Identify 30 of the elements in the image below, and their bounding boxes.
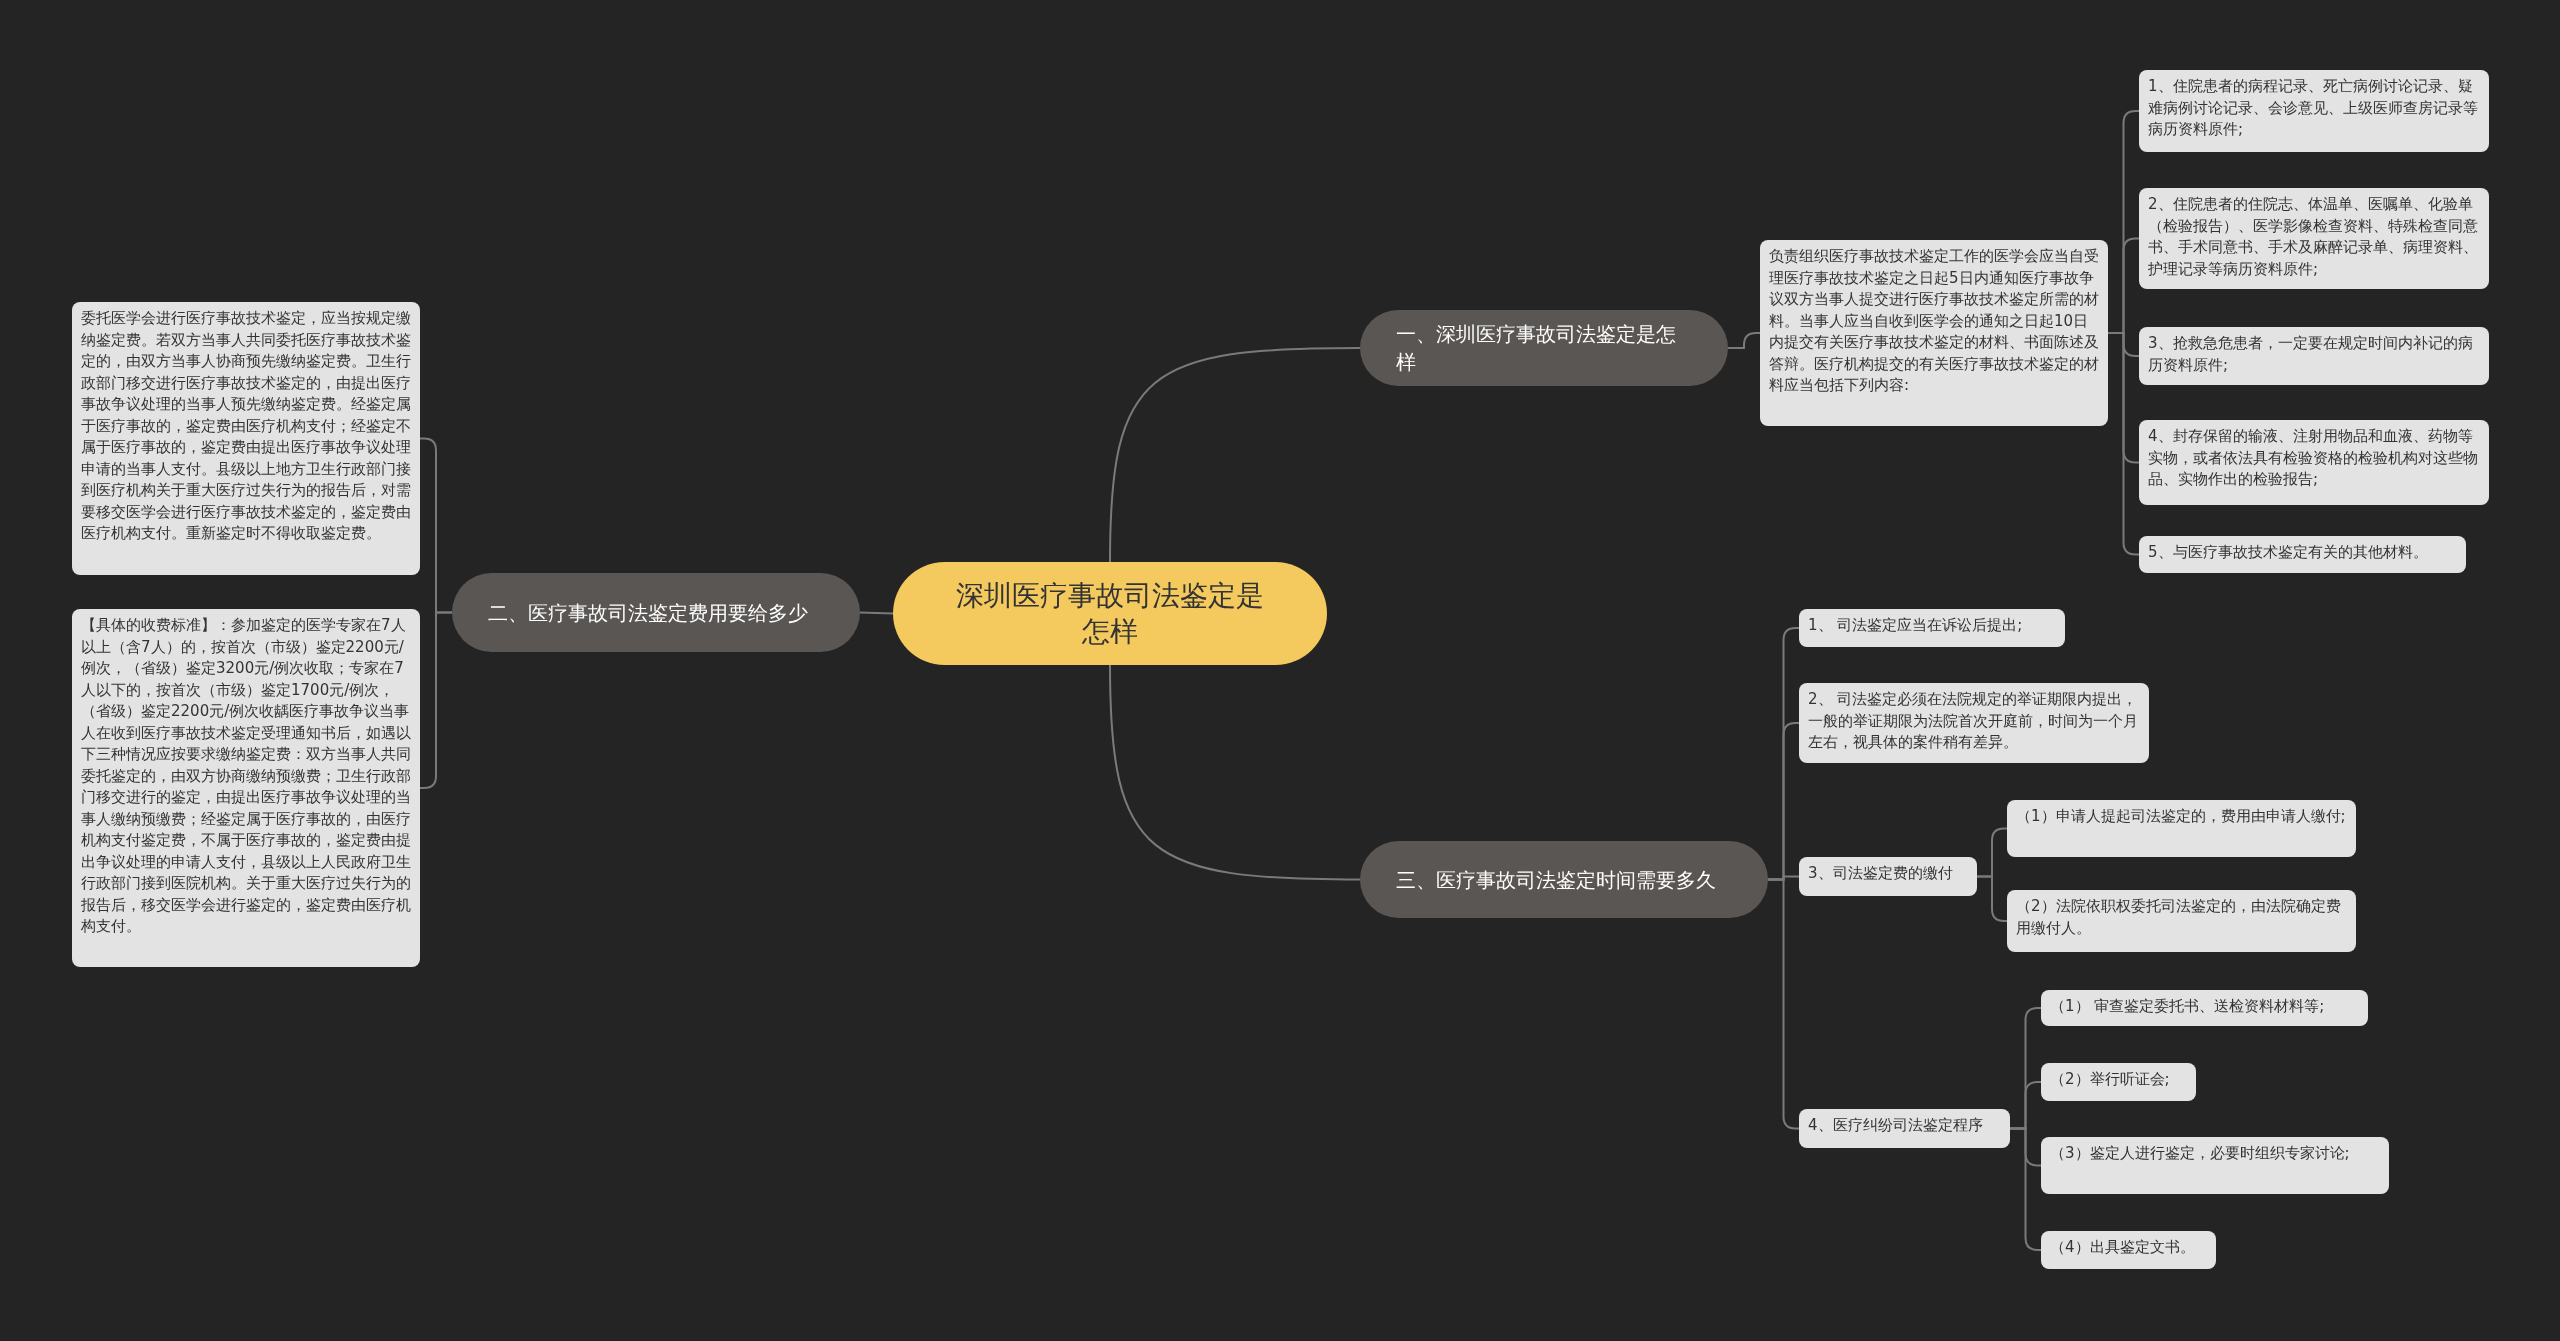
central-topic: 深圳医疗事故司法鉴定是怎样 bbox=[893, 562, 1327, 665]
connector-line bbox=[2107, 332, 2140, 556]
text-card: 2、 司法鉴定必须在法院规定的举证期限内提出，一般的举证期限为法院首次开庭前，时间为一个月左右，视具体的案件稍有差异。 bbox=[1799, 683, 2149, 763]
connector-line bbox=[1109, 347, 1361, 563]
text-card: 4、封存保留的输液、注射用物品和血液、药物等实物，或者依法具有检验资格的检验机构对这些物品、实物作出的检验报告; bbox=[2139, 420, 2489, 505]
text-card: 【具体的收费标准】：参加鉴定的医学专家在7人以上（含7人）的，按首次（市级）鉴定2200元/例次，（省级）鉴定3200元/例次收取；专家在7人以下的，按首次（市级）鉴定1700元/例次，（省级）鉴定2200元/例次收龋医疗事故争议当事人在收到医疗事故技术鉴定受理通知书后，如遇以下三种情况应按要求缴纳鉴定费：双方当事人共同委托鉴定的，由双方协商缴纳预缴费；卫生行政部门移交进行的鉴定，由提出医疗事故争议处理的当事人缴纳预缴费；经鉴定属于医疗事故的，由医疗机构支付鉴定费，不属于医疗事故的，鉴定费由提出争议处理的申请人支付，县级以上人民政府卫生行政部门接到医院机构。关于重大医疗过失行为的报告后，移交医学会进行鉴定的，鉴定费由医疗机构支付。 bbox=[72, 609, 420, 967]
text-card: （2）举行听证会; bbox=[2041, 1063, 2196, 1101]
connector-line bbox=[1976, 875, 2008, 922]
connector-line bbox=[2009, 1127, 2042, 1251]
text-card: （2）法院依职权委托司法鉴定的，由法院确定费用缴付人。 bbox=[2007, 890, 2356, 952]
topic-node: 一、深圳医疗事故司法鉴定是怎样 bbox=[1360, 310, 1728, 386]
connector-line bbox=[1109, 664, 1361, 881]
text-card: （3）鉴定人进行鉴定，必要时组织专家讨论; bbox=[2041, 1137, 2389, 1194]
topic-node: 三、医疗事故司法鉴定时间需要多久 bbox=[1360, 841, 1768, 918]
text-card: （1） 审查鉴定委托书、送检资料材料等; bbox=[2041, 990, 2368, 1026]
text-card: 5、与医疗事故技术鉴定有关的其他材料。 bbox=[2139, 536, 2466, 573]
text-card: （4）出具鉴定文书。 bbox=[2041, 1231, 2216, 1269]
topic-node: 二、医疗事故司法鉴定费用要给多少 bbox=[452, 573, 860, 652]
text-card: 负责组织医疗事故技术鉴定工作的医学会应当自受理医疗事故技术鉴定之日起5日内通知医疗事故争议双方当事人提交进行医疗事故技术鉴定所需的材料。当事人应当自收到医学会的通知之日起10日内提交有关医疗事故技术鉴定的材料、书面陈述及答辩。医疗机构提交的有关医疗事故技术鉴定的材料应当包括下列内容: bbox=[1760, 240, 2108, 426]
text-card: 3、抢救急危患者，一定要在规定时间内补记的病历资料原件; bbox=[2139, 327, 2489, 385]
text-card: 4、医疗纠纷司法鉴定程序 bbox=[1799, 1109, 2010, 1148]
text-card: （1）申请人提起司法鉴定的，费用由申请人缴付; bbox=[2007, 800, 2356, 857]
text-card: 2、住院患者的住院志、体温单、医嘱单、化验单（检验报告）、医学影像检查资料、特殊检查同意书、手术同意书、手术及麻醉记录单、病理资料、护理记录等病历资料原件; bbox=[2139, 188, 2489, 289]
connector-line bbox=[1767, 878, 1800, 1130]
connector-line bbox=[1727, 332, 1761, 349]
text-card: 1、 司法鉴定应当在诉讼后提出; bbox=[1799, 609, 2065, 647]
text-card: 委托医学会进行医疗事故技术鉴定，应当按规定缴纳鉴定费。若双方当事人共同委托医疗事故技术鉴定的，由双方当事人协商预先缴纳鉴定费。卫生行政部门移交进行医疗事故技术鉴定的，由提出医疗事故争议处理的当事人预先缴纳鉴定费。经鉴定属于医疗事故的，鉴定费由医疗机构支付；经鉴定不属于医疗事故的，鉴定费由提出医疗事故争议处理申请的当事人支付。县级以上地方卫生行政部门接到医疗机构关于重大医疗过失行为的报告后，对需要移交医学会进行医疗事故技术鉴定的，鉴定费由医疗机构支付。重新鉴定时不得收取鉴定费。 bbox=[72, 302, 420, 575]
connector-line bbox=[859, 611, 894, 615]
text-card: 1、住院患者的病程记录、死亡病例讨论记录、疑难病例讨论记录、会诊意见、上级医师查房记录等病历资料原件; bbox=[2139, 70, 2489, 152]
text-card: 3、司法鉴定费的缴付 bbox=[1799, 857, 1977, 896]
